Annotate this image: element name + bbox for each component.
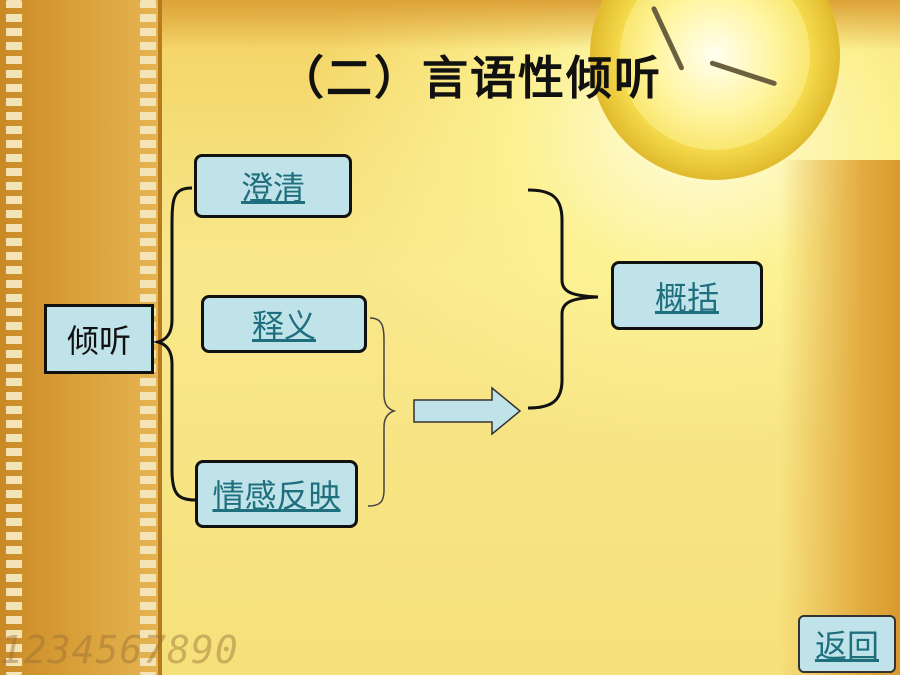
node-listen: 倾听 (44, 304, 154, 374)
node-emotion-link[interactable]: 情感反映 (195, 460, 358, 528)
node-clarify-link[interactable]: 澄清 (194, 154, 352, 218)
background-digits: 1234567890 (0, 628, 239, 672)
node-summary-link[interactable]: 概括 (611, 261, 763, 330)
right-warm-band (780, 160, 900, 675)
filmstrip-edge (158, 0, 162, 675)
lamp-light-decoration (620, 0, 810, 150)
slide-title: （二）言语性倾听 (278, 51, 662, 105)
node-paraphrase-link[interactable]: 释义 (201, 295, 367, 353)
filmstrip-holes-left (6, 0, 22, 675)
back-button[interactable]: 返回 (798, 615, 896, 673)
